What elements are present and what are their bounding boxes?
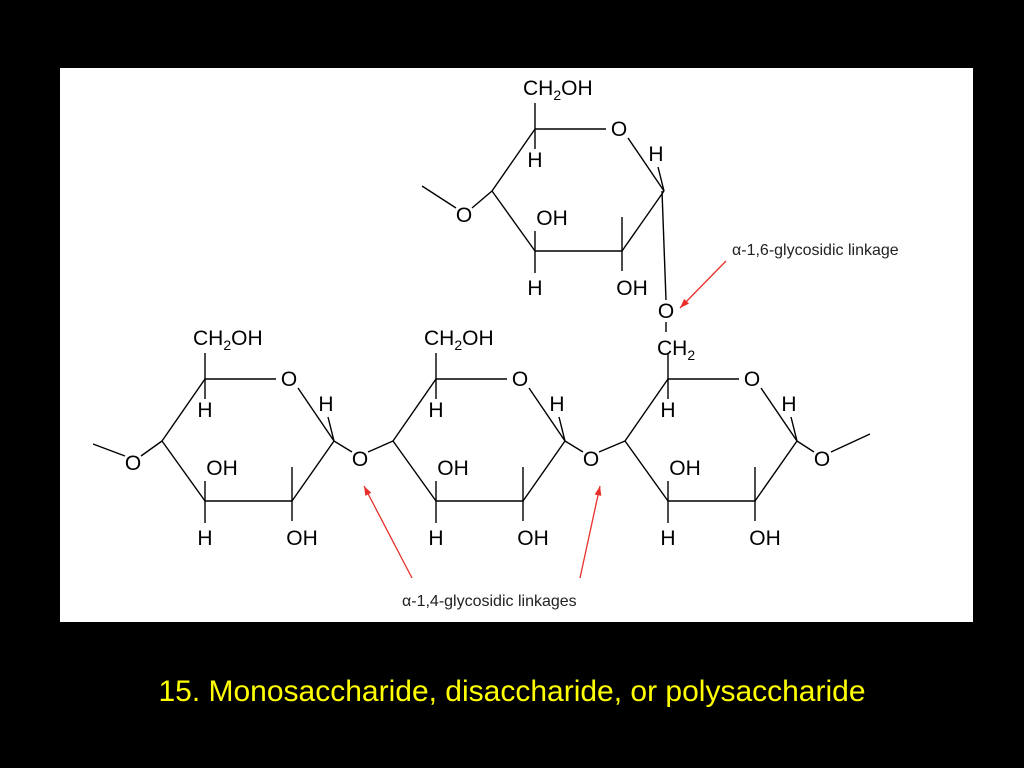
ring-oxygen: O [611,118,627,141]
hydroxyl-label: OH [437,457,469,480]
arrowhead [680,298,690,308]
bond-line [627,137,665,192]
bond-line [760,387,798,442]
hydrogen-label: H [527,149,542,172]
bond-line [392,440,437,502]
ring-oxygen: O [281,368,297,391]
linkage-arrow [363,485,413,579]
bond-line [471,190,493,209]
bond-line [790,416,798,442]
bond-line [161,440,206,502]
hydrogen-label: H [428,527,443,550]
bond-line [491,190,536,252]
bond-line [392,378,437,442]
arrowhead [594,486,602,496]
bond-line [624,378,669,442]
hydrogen-label: H [318,393,333,416]
bond-line [564,440,584,453]
ch2oh-group: CH2OH [193,327,263,353]
bond-line [657,166,665,192]
bond-line [528,387,566,442]
hydroxyl-label: OH [286,527,318,550]
ch2oh-group: CH2OH [424,327,494,353]
linkage-annotations: α-1,6-glycosidic linkage α-1,4-glycosidic… [402,242,899,610]
hydroxyl-label: OH [669,457,701,480]
bond-line [421,185,457,209]
hydrogen-label: H [660,527,675,550]
bond-line [491,128,536,192]
alpha-1-6-label: α-1,6-glycosidic linkage [732,242,899,259]
bond-lines [92,103,871,523]
bond-line [297,387,335,442]
bond-line [796,440,815,453]
bond-line [333,440,353,453]
bond-line [161,378,206,442]
linkage-arrow [579,485,601,579]
glycosidic-oxygen: O [352,448,368,471]
glycosidic-oxygen: O [658,300,674,323]
bond-line [92,443,126,457]
glycosidic-oxygen: O [125,452,141,475]
bond-line [621,190,665,252]
arrowhead [364,486,372,496]
hydrogen-label: H [197,399,212,422]
ring-oxygen: O [744,368,760,391]
hydroxyl-label: OH [206,457,238,480]
bond-line [598,440,626,453]
ring-oxygen: O [512,368,528,391]
slide-caption: 15. Monosaccharide, disaccharide, or pol… [158,675,866,708]
hydrogen-label: H [781,393,796,416]
hydroxyl-label: OH [536,207,568,230]
bond-line [327,416,335,442]
bond-line [661,190,667,301]
bond-line [830,433,871,453]
hydrogen-label: H [660,399,675,422]
hydrogen-label: H [549,393,564,416]
bond-line [754,440,798,502]
linkage-arrows [363,260,727,579]
hydrogen-label: H [197,527,212,550]
hydrogen-label: H [527,277,542,300]
ch2oh-group: CH2OH [523,77,593,103]
bond-line [291,440,335,502]
bond-line [558,416,566,442]
hydrogen-label: H [648,143,663,166]
hydrogen-label: H [428,399,443,422]
glycosidic-oxygen: O [814,448,830,471]
bond-line [624,440,669,502]
glycosidic-oxygen: O [456,204,472,227]
bond-line [367,440,394,453]
hydroxyl-label: OH [517,527,549,550]
glycosidic-oxygen: O [583,448,599,471]
hydroxyl-label: OH [616,277,648,300]
linkage-arrow [679,260,727,309]
hydroxyl-label: OH [749,527,781,550]
bond-line [522,440,566,502]
ch2-group: CH2 [657,337,695,363]
bond-line [140,440,163,457]
alpha-1-4-label: α-1,4-glycosidic linkages [402,593,577,610]
